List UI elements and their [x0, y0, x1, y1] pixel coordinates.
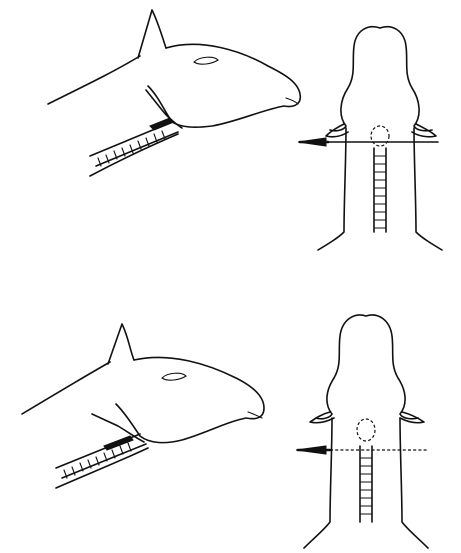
- spinal-column-side: [90, 118, 178, 166]
- side-head-top: [48, 10, 300, 176]
- front-neck-left: [304, 418, 332, 548]
- front-neck-right: [400, 418, 428, 548]
- spinal-column-front: [360, 446, 372, 522]
- front-neck-right: [414, 128, 442, 250]
- front-head-outline: [316, 315, 418, 419]
- front-head-top: [298, 27, 442, 250]
- head-outline: [116, 357, 264, 442]
- top-panel: [48, 10, 442, 250]
- bottom-panel: [22, 315, 428, 548]
- spinal-column-front: [374, 148, 386, 232]
- side-head-bottom: [22, 324, 264, 488]
- ear: [138, 10, 166, 58]
- front-neck-left: [318, 128, 346, 250]
- neck-back-line: [48, 56, 140, 104]
- spinal-column-side: [56, 434, 146, 478]
- knife-icon: [296, 446, 428, 454]
- ear: [108, 324, 134, 364]
- front-head-outline: [330, 27, 432, 131]
- eye: [162, 373, 186, 380]
- larynx: [371, 126, 389, 146]
- front-ear-left: [310, 412, 334, 423]
- mouth: [248, 412, 262, 418]
- front-head-bottom: [296, 315, 428, 548]
- eye: [194, 57, 218, 64]
- neck-front-line: [90, 134, 178, 176]
- mouth: [286, 98, 298, 104]
- head-outline: [148, 44, 300, 127]
- neck-front-line: [56, 448, 148, 488]
- throat-line: [92, 414, 144, 442]
- knife-icon: [298, 138, 438, 146]
- neck-back-line: [22, 362, 110, 414]
- larynx: [357, 419, 375, 441]
